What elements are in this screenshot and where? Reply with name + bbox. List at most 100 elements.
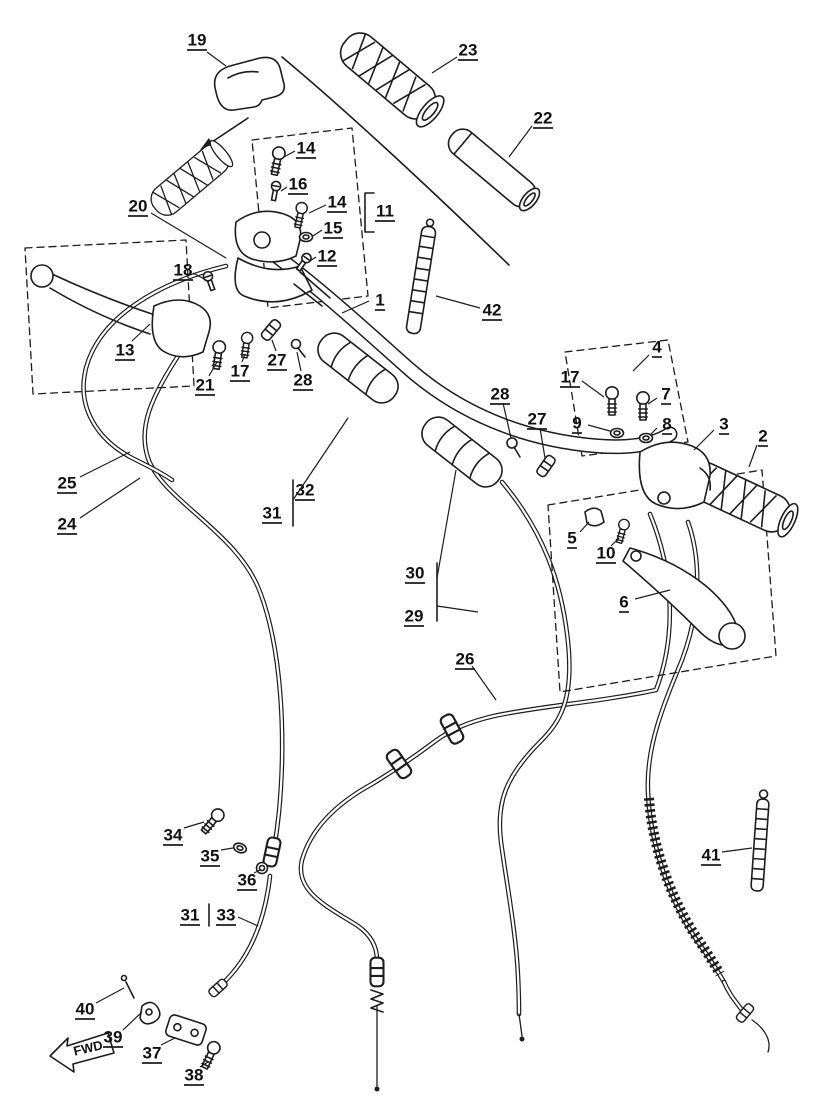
part-callout-14: 14 xyxy=(297,139,316,158)
callout-leader-17 xyxy=(241,353,246,363)
callout-leader-26 xyxy=(471,665,497,701)
cable-band-42 xyxy=(405,218,437,335)
part-callout-9: 9 xyxy=(572,414,581,433)
part-callout-17: 17 xyxy=(231,362,250,381)
callout-leader-39 xyxy=(122,1011,143,1031)
cable-band-41 xyxy=(750,789,770,892)
right-grip-2 xyxy=(679,455,799,539)
bolt-14-lower xyxy=(291,200,310,230)
part-callout-24: 24 xyxy=(58,515,77,534)
part-callout-7: 7 xyxy=(661,385,670,404)
callout-leader-29 xyxy=(436,605,479,613)
part-callout-25: 25 xyxy=(58,474,77,493)
callout-leader-22 xyxy=(508,125,533,158)
lever-holder-3 xyxy=(638,441,712,510)
washer-35 xyxy=(231,840,249,856)
inner-wire-center xyxy=(518,1013,523,1037)
callout-leader-25 xyxy=(79,451,131,478)
part-callout-28: 28 xyxy=(491,385,510,404)
bolt-7 xyxy=(635,390,651,421)
fwd-direction-label: FWD xyxy=(72,1037,104,1058)
callout-leader-28 xyxy=(296,351,302,372)
lever-clip-5 xyxy=(584,507,605,527)
part-callout-10: 10 xyxy=(597,544,616,563)
part-callout-17: 17 xyxy=(561,368,580,387)
part-callout-31: 31 xyxy=(181,906,200,925)
part-callout-22: 22 xyxy=(534,109,553,128)
callout-leader-21 xyxy=(208,361,218,377)
callout-leader-15 xyxy=(312,229,323,237)
callout-leader-13 xyxy=(131,323,151,342)
part-callout-6: 6 xyxy=(619,593,628,612)
part-callout-3: 3 xyxy=(719,415,728,434)
part-callout-18: 18 xyxy=(174,261,193,280)
part-callout-20: 20 xyxy=(129,197,148,216)
callout-leader-12 xyxy=(309,256,317,262)
part-callout-30: 30 xyxy=(406,564,425,583)
callout-leader-33 xyxy=(237,916,259,927)
callout-leader-16 xyxy=(280,186,288,192)
part-callout-19: 19 xyxy=(188,31,207,50)
part-callout-34: 34 xyxy=(164,826,183,845)
part-callout-13: 13 xyxy=(116,341,135,360)
part-callout-8: 8 xyxy=(662,415,671,434)
cable-end-fittings xyxy=(255,338,521,1013)
part-callout-32: 32 xyxy=(296,481,315,500)
part-callout-14: 14 xyxy=(328,193,347,212)
part-callout-27: 27 xyxy=(268,351,287,370)
bolt-21 xyxy=(209,339,228,371)
part-callout-40: 40 xyxy=(76,1000,95,1019)
part-callout-35: 35 xyxy=(201,847,220,866)
washer-15 xyxy=(298,231,314,243)
part-callout-26: 26 xyxy=(456,650,475,669)
callout-leader-20 xyxy=(150,212,227,259)
part-callout-36: 36 xyxy=(238,871,257,890)
part-callout-15: 15 xyxy=(324,219,343,238)
callout-leader-14 xyxy=(308,204,327,214)
callout-leader-35 xyxy=(220,847,234,851)
part-callout-11: 11 xyxy=(376,202,394,221)
part-callout-37: 37 xyxy=(143,1044,162,1063)
callout-leader-5 xyxy=(579,521,590,533)
part-callout-12: 12 xyxy=(318,247,337,266)
callout-leader-37 xyxy=(160,1037,176,1046)
callout-leader-23 xyxy=(431,56,458,74)
part-callout-5: 5 xyxy=(567,529,576,548)
callout-leader-9 xyxy=(587,424,611,432)
cable-adjuster-bottom xyxy=(369,956,385,988)
coiled-cable-sheath xyxy=(644,797,725,977)
bolt-14-upper xyxy=(267,145,288,177)
pin-40 xyxy=(120,974,135,999)
callout-brackets xyxy=(208,192,438,927)
callout-leader-7 xyxy=(647,397,658,405)
part-callout-16: 16 xyxy=(289,175,308,194)
callout-leader-1 xyxy=(341,300,370,314)
cable-boot-32 xyxy=(311,326,405,410)
part-callout-23: 23 xyxy=(459,41,478,60)
callout-leader-41 xyxy=(721,847,753,853)
callout-leader-19 xyxy=(206,51,227,67)
brake-lever-6 xyxy=(622,547,746,650)
callout-leader-42 xyxy=(435,295,481,309)
callout-leader-14 xyxy=(283,150,296,158)
part-callout-21: 21 xyxy=(196,376,215,395)
part-callout-1: 1 xyxy=(375,291,384,310)
callout-leader-6 xyxy=(634,589,671,600)
bolt-17-left xyxy=(238,330,255,360)
part-callout-28: 28 xyxy=(294,371,313,390)
part-callout-2: 2 xyxy=(758,427,767,446)
cable-adjuster-27-right xyxy=(534,453,558,479)
callout-leader-17 xyxy=(581,380,605,398)
callout-leader-8 xyxy=(649,427,658,436)
screw-16 xyxy=(268,179,283,202)
handle-holder-19 xyxy=(213,56,286,111)
bolt-34 xyxy=(198,805,228,837)
left-grip xyxy=(144,138,236,222)
handlebar-end-line xyxy=(281,56,510,266)
callout-leader-24 xyxy=(79,477,141,519)
part-callout-4: 4 xyxy=(652,338,662,357)
part-callout-39: 39 xyxy=(104,1028,123,1047)
